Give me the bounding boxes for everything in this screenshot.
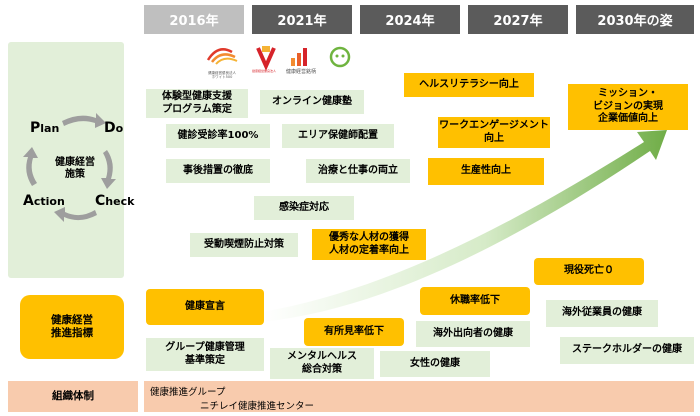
measure-infection: 感染症対応 — [254, 196, 354, 220]
arrow-action-plan — [23, 147, 38, 186]
measure-online-health: オンライン健康塾 — [260, 90, 364, 114]
goal-literacy: ヘルスリテラシー向上 — [404, 73, 534, 97]
header-2024: 2024年 — [360, 5, 460, 34]
cycle-plan: Plan — [30, 120, 60, 136]
measure-checkup-rate: 健診受診率100% — [166, 124, 270, 148]
indicator-women: 女性の健康 — [380, 351, 490, 377]
indicator-mental: メンタルヘルス 総合対策 — [270, 348, 374, 379]
measure-followup: 事後措置の徹底 — [166, 159, 270, 183]
org-line-1: 健康推進グループ — [150, 387, 226, 398]
org-bar — [144, 381, 694, 412]
cycle-check: Check — [95, 193, 135, 209]
certification-logos — [206, 46, 351, 71]
indicator-overseas-staff: 海外従業員の健康 — [546, 300, 658, 327]
header-2016: 2016年 — [144, 5, 244, 34]
org-label: 組織体制 — [8, 381, 138, 412]
measure-passive-smoking: 受動喫煙防止対策 — [190, 233, 298, 257]
logo2-caption: 健康経営優良法人 — [251, 69, 276, 74]
measure-experience-program: 体験型健康支援 プログラム策定 — [146, 89, 248, 118]
logo-white500 — [206, 48, 238, 65]
cycle-action: Action — [23, 193, 65, 209]
cycle-center-label: 健康経営 施策 — [55, 156, 95, 181]
logo1-caption: 健康経営優良法人 ホワイト500 — [208, 70, 236, 79]
logo-yuryo — [256, 46, 276, 71]
measure-treatment-work: 治療と仕事の両立 — [306, 159, 410, 183]
org-line-2: ニチレイ健康推進センター — [200, 401, 315, 412]
arrow-check-action — [54, 207, 97, 222]
logo3-caption: 健康経営銘柄 — [285, 68, 316, 75]
indicator-label: 健康経営 推進指標 — [20, 295, 124, 359]
indicator-sickness-rate: 有所見率低下 — [304, 318, 404, 346]
indicator-declaration: 健康宣言 — [146, 289, 264, 325]
header-2030: 2030年の姿 — [576, 5, 694, 34]
logo-meigara — [291, 48, 307, 66]
header-2027: 2027年 — [468, 5, 568, 34]
goal-engagement: ワークエンゲージメント 向上 — [438, 117, 550, 148]
goal-talent: 優秀な人材の獲得 人材の定着率向上 — [312, 229, 426, 260]
cycle-do: Do — [104, 120, 124, 136]
header-2021: 2021年 — [252, 5, 352, 34]
indicator-overseas: 海外出向者の健康 — [416, 321, 530, 347]
logo-mascot — [329, 46, 351, 68]
indicator-stakeholders: ステークホルダーの健康 — [560, 337, 694, 364]
goal-mission: ミッション・ ビジョンの実現 企業価値向上 — [568, 84, 688, 130]
indicator-zero-death: 現役死亡０ — [534, 258, 644, 285]
cycle-arrows — [23, 113, 116, 222]
goal-productivity: 生産性向上 — [428, 158, 544, 185]
indicator-absence: 休職率低下 — [420, 287, 530, 315]
measure-area-nurse: エリア保健師配置 — [282, 124, 394, 148]
arrow-do-check — [101, 150, 116, 189]
indicator-group-mgmt: グループ健康管理 基準策定 — [146, 338, 264, 371]
arrow-plan-do — [62, 113, 106, 128]
